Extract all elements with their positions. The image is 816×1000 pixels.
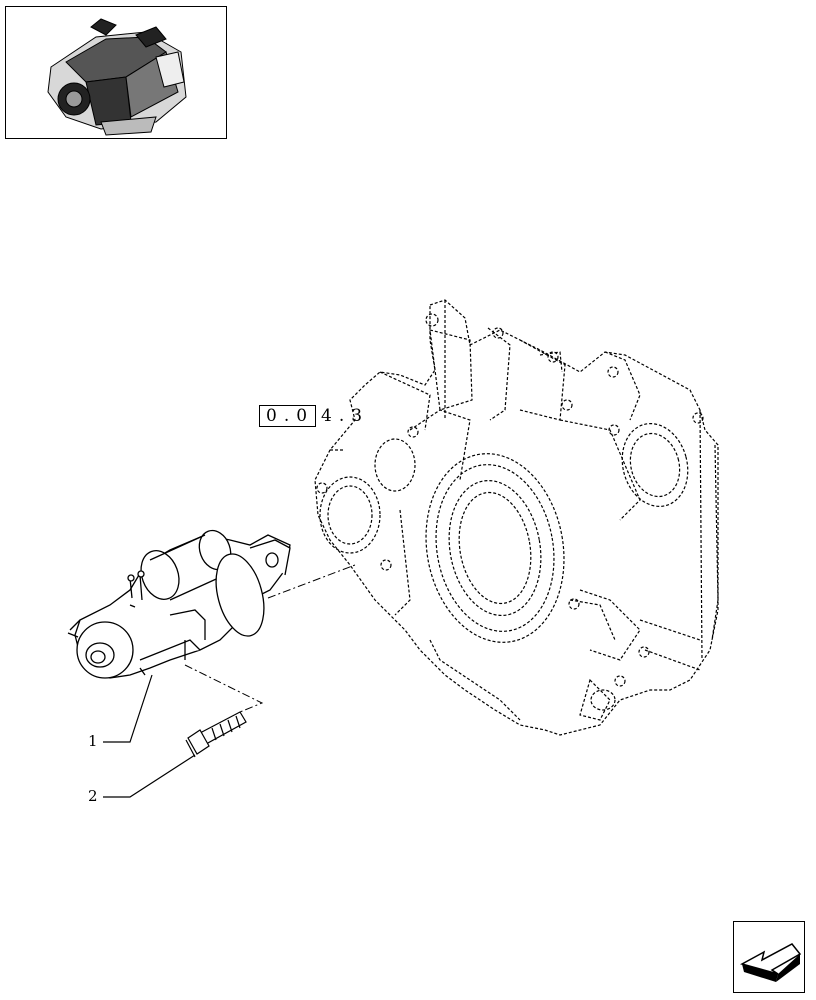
alignment-lines: [184, 564, 356, 713]
engine-thumbnail: [5, 6, 227, 139]
flywheel-housing: [314, 299, 719, 736]
reference-code-box[interactable]: 0.0: [259, 405, 316, 427]
mounting-bolt: [185, 711, 247, 758]
back-arrow-icon: [740, 943, 802, 982]
starter-motor: [67, 529, 291, 679]
leader-lines: [103, 674, 196, 798]
callout-1: 1: [88, 732, 98, 750]
engine-icon: [47, 18, 187, 136]
reference-code-suffix: 4.3: [321, 406, 370, 426]
callout-2: 2: [88, 787, 98, 805]
back-navigation-button[interactable]: [733, 921, 805, 993]
